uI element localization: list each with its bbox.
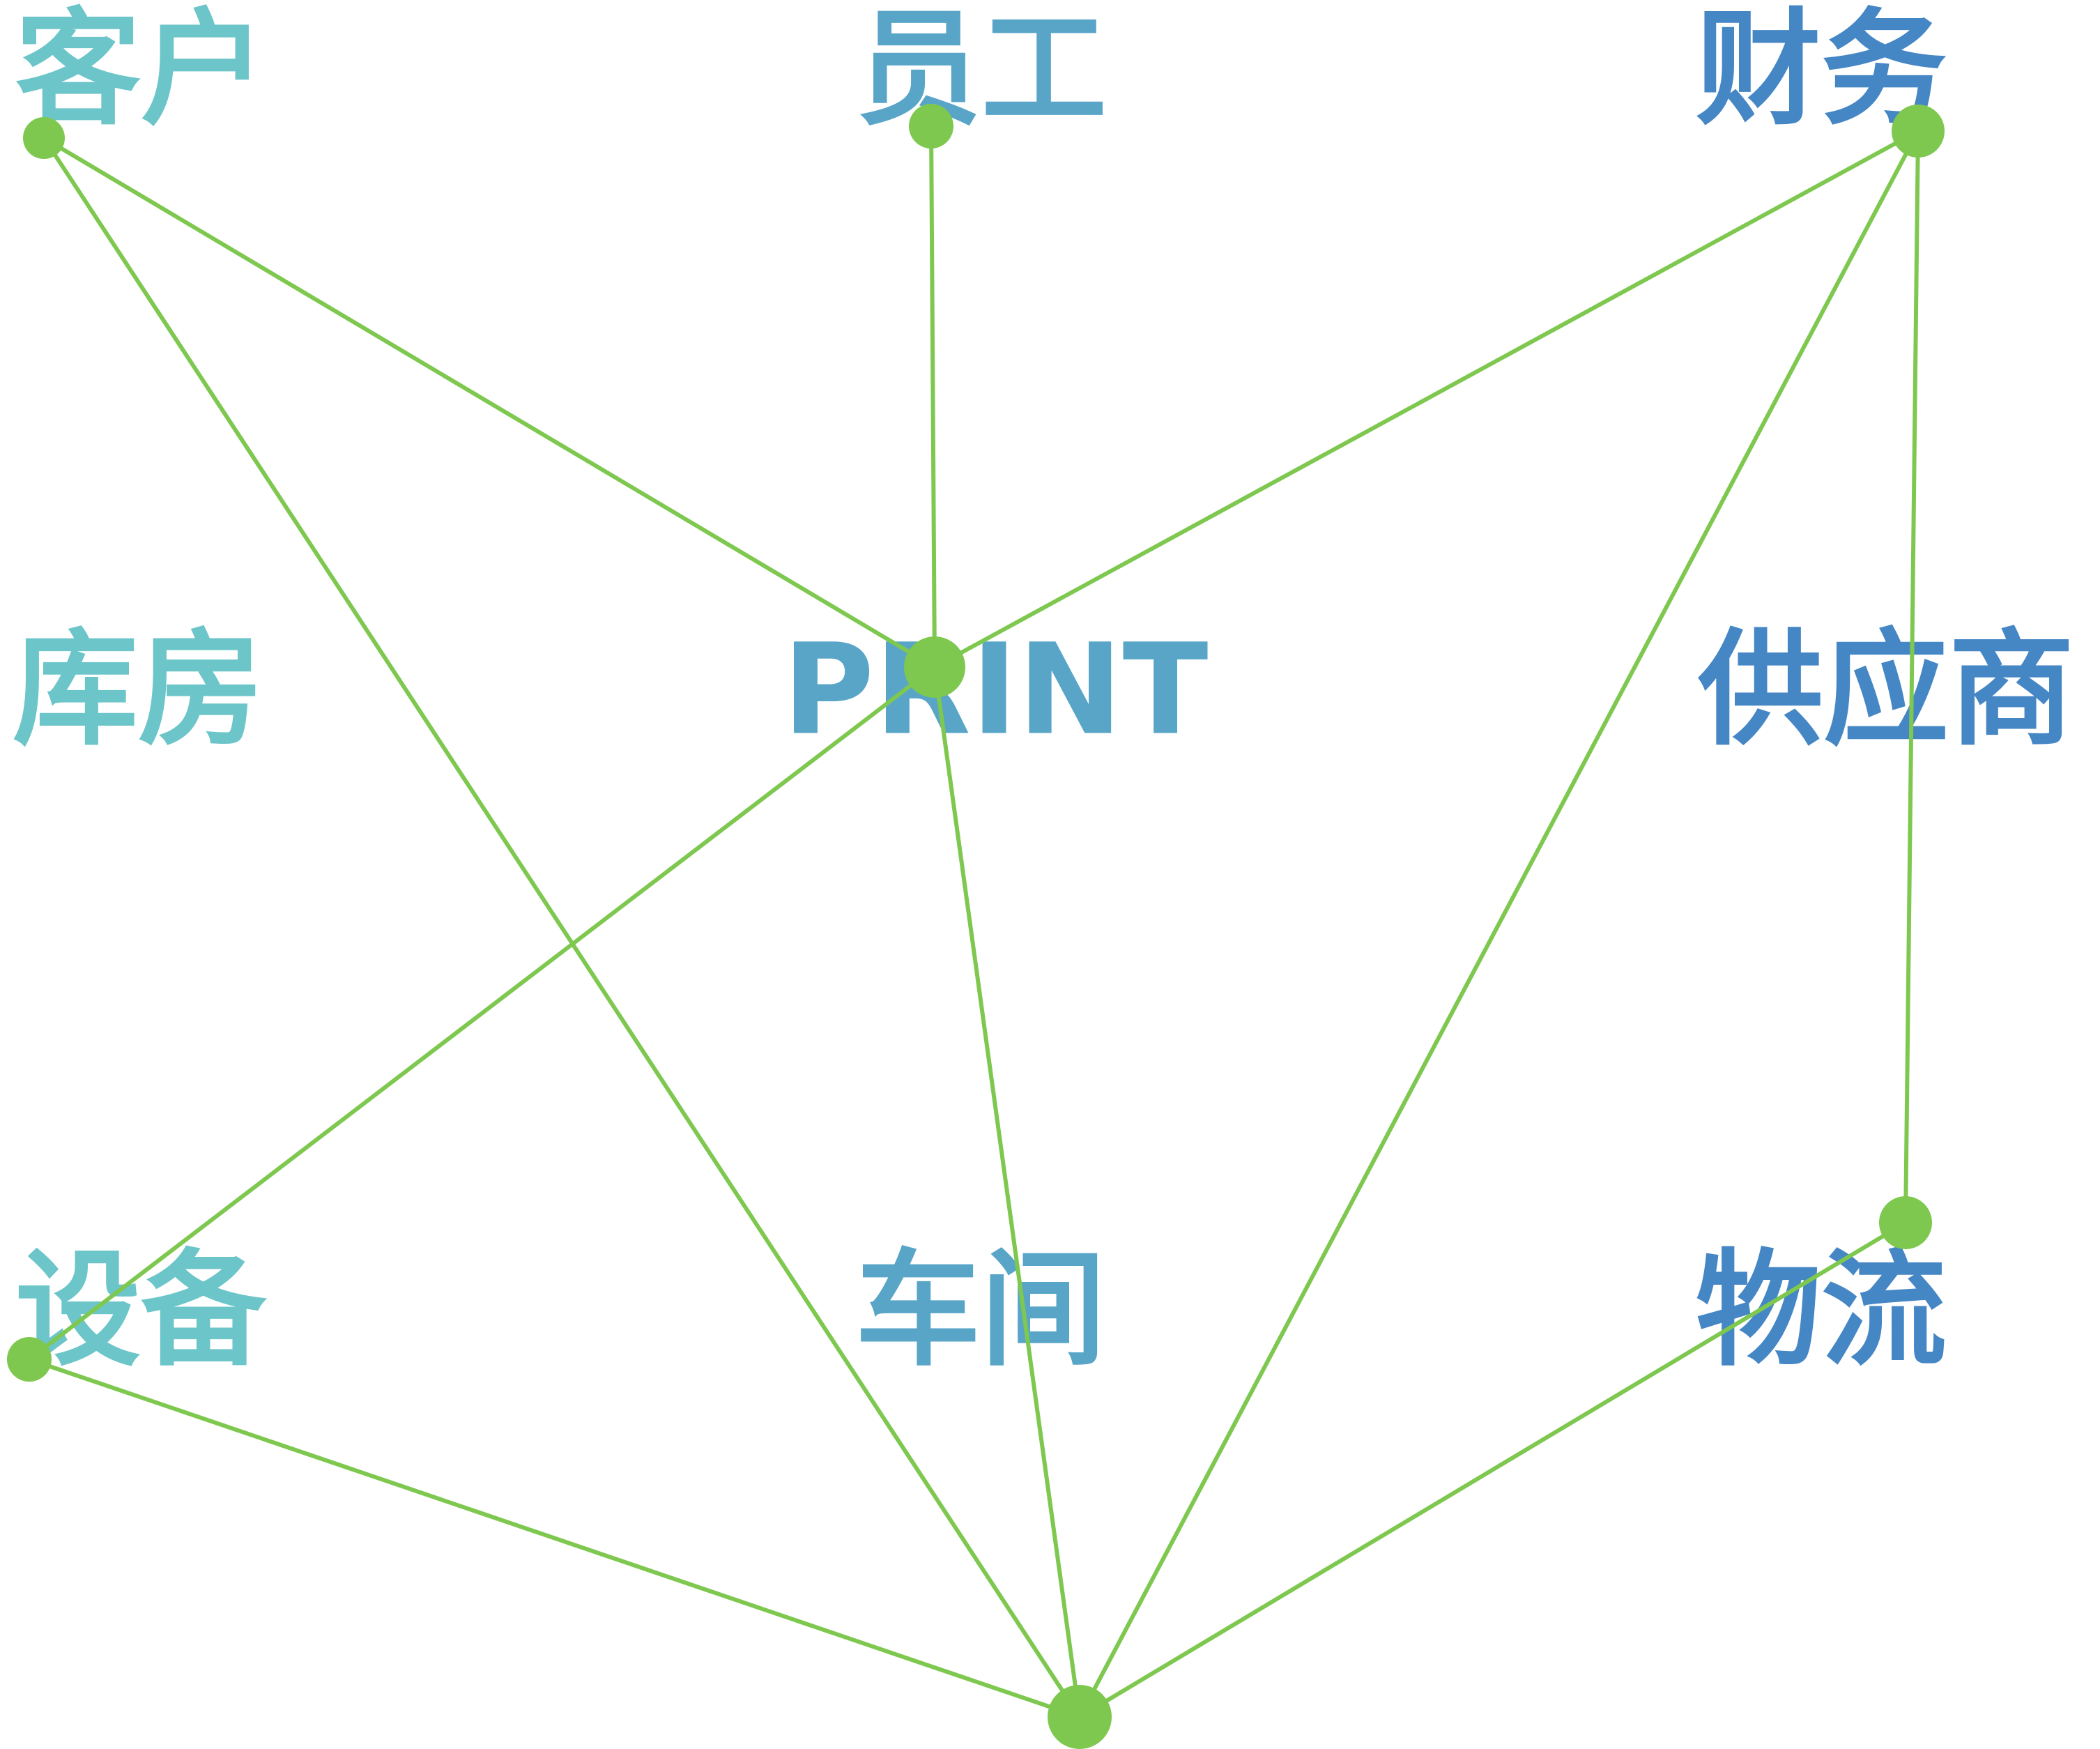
edge <box>1078 1221 1907 1719</box>
edge <box>933 666 1082 1718</box>
label-center: PRINT <box>783 618 1209 763</box>
node-bottom <box>1048 1685 1112 1749</box>
node-equipment <box>7 1337 52 1382</box>
edge <box>1903 130 1920 1223</box>
node-customer <box>23 117 65 159</box>
label-workshop: 车间 <box>855 1238 1106 1384</box>
connector-bars <box>349 51 1630 1327</box>
edge <box>43 136 936 669</box>
edge <box>929 125 937 668</box>
edge <box>29 1357 1080 1719</box>
node-center <box>904 636 965 698</box>
edge <box>42 137 1082 1718</box>
node-staff <box>909 104 953 148</box>
node-logistics <box>1879 1196 1932 1249</box>
edge <box>1078 130 1920 1718</box>
node-finance <box>1892 105 1945 158</box>
label-warehouse: 库房 <box>13 618 263 763</box>
label-supplier: 供应商 <box>1698 618 2074 763</box>
label-logistics: 物流 <box>1696 1238 1947 1384</box>
label-equipment: 设备 <box>15 1238 268 1384</box>
network-lines <box>28 125 1920 1719</box>
network-nodes <box>7 104 1945 1749</box>
label-staff: 员工 <box>856 0 1107 143</box>
edge <box>933 129 1919 669</box>
edge <box>28 665 936 1361</box>
label-customer: 客户 <box>15 0 266 143</box>
